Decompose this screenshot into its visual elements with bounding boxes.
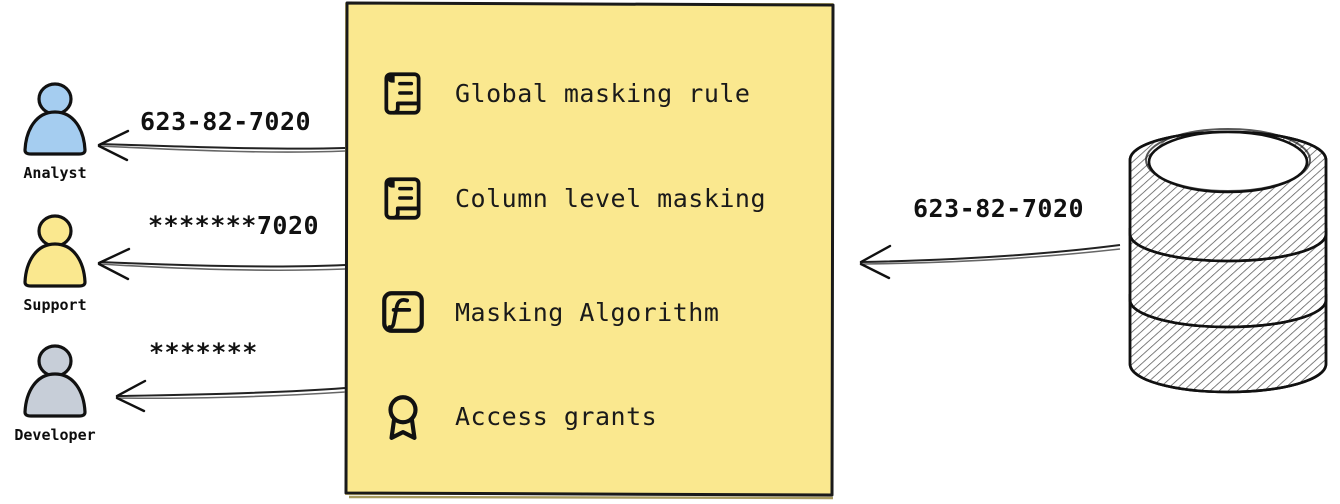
actor-label: Support	[23, 296, 87, 314]
actor-support[interactable]: Support	[0, 212, 110, 314]
function-box-icon	[375, 284, 431, 340]
policy-item-masking-algorithm[interactable]: Masking Algorithm	[375, 280, 719, 344]
policy-item-label: Global masking rule	[455, 78, 751, 108]
flow-label-analyst: 623-82-7020	[140, 107, 312, 136]
arrow-to-support	[97, 247, 346, 281]
scroll-icon	[375, 65, 431, 121]
arrow-db-to-panel	[859, 244, 1121, 280]
policy-item-label: Column level masking	[455, 183, 767, 213]
flow-label-developer: *******	[149, 338, 258, 367]
actor-label: Developer	[14, 426, 96, 444]
database-cylinder-icon[interactable]	[1118, 118, 1338, 408]
arrow-to-developer	[115, 379, 346, 413]
award-ribbon-icon	[375, 388, 431, 444]
flow-label-database: 623-82-7020	[913, 194, 1085, 223]
db-disc-top	[1128, 128, 1328, 263]
policy-item-label: Access grants	[455, 401, 658, 431]
policy-item-column-level-masking[interactable]: Column level masking	[375, 166, 766, 230]
actor-label: Analyst	[23, 164, 87, 182]
actor-developer[interactable]: Developer	[0, 342, 110, 444]
policy-panel: Global masking rule Column level masking	[345, 3, 833, 495]
person-icon	[9, 342, 101, 428]
flow-label-support: *******7020	[148, 211, 320, 240]
policy-item-label: Masking Algorithm	[455, 297, 720, 327]
person-icon	[9, 212, 101, 298]
policy-item-access-grants[interactable]: Access grants	[375, 384, 657, 448]
person-icon	[9, 80, 101, 166]
scroll-icon	[375, 170, 431, 226]
actor-analyst[interactable]: Analyst	[0, 80, 110, 182]
policy-item-global-masking-rule[interactable]: Global masking rule	[375, 61, 750, 125]
